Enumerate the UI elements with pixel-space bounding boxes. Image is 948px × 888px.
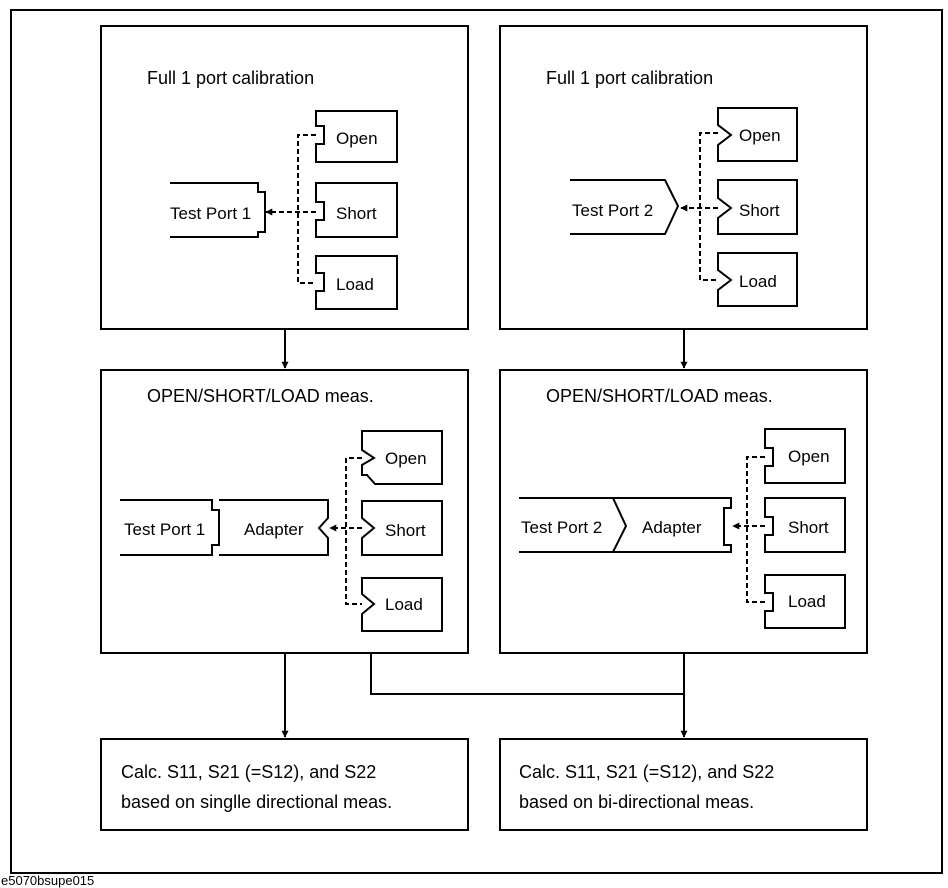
dashed-bus	[699, 132, 718, 281]
result-left-box	[100, 738, 469, 831]
short-label: Short	[336, 204, 377, 223]
open-label: Open	[336, 129, 378, 148]
dashed-bus	[297, 134, 316, 284]
result-right-line2: based on bi-directional meas.	[519, 792, 754, 812]
open-standard	[361, 430, 443, 485]
open-label: Open	[385, 449, 427, 468]
adapter-label: Adapter	[642, 518, 702, 537]
load-label: Load	[788, 592, 826, 611]
result-right-box	[499, 738, 868, 831]
load-standard	[361, 577, 443, 632]
figure-id: e5070bsupe015	[1, 873, 94, 888]
short-standard	[361, 500, 443, 556]
open-label: Open	[788, 447, 830, 466]
test-port-2-label: Test Port 2	[521, 518, 602, 537]
open-label: Open	[739, 126, 781, 145]
short-label: Short	[788, 518, 829, 537]
test-port-2-connector	[570, 179, 680, 235]
test-port-1-connector	[170, 182, 266, 238]
test-port-1-label: Test Port 1	[170, 204, 251, 223]
result-left-line1: Calc. S11, S21 (=S12), and S22	[121, 762, 376, 782]
open-standard	[717, 107, 798, 162]
short-standard	[717, 179, 798, 235]
load-label: Load	[385, 595, 423, 614]
top-left-box	[100, 25, 469, 330]
adapter-label: Adapter	[244, 520, 304, 539]
load-label: Load	[739, 272, 777, 291]
load-label: Load	[336, 275, 374, 294]
short-standard	[764, 497, 846, 553]
result-left-line2: based on singlle directional meas.	[121, 792, 392, 812]
adapter	[613, 497, 732, 553]
dashed-bus	[345, 457, 362, 605]
top-right-title: Full 1 port calibration	[546, 68, 713, 88]
load-standard	[764, 574, 846, 629]
connector-middle-left-to-result-right	[370, 653, 684, 695]
middle-left-title: OPEN/SHORT/LOAD meas.	[147, 386, 374, 406]
short-label: Short	[739, 201, 780, 220]
open-standard	[315, 110, 398, 163]
load-standard	[717, 252, 798, 307]
test-port-1-connector	[120, 499, 220, 556]
top-left-title: Full 1 port calibration	[147, 68, 314, 88]
open-standard	[764, 428, 846, 484]
result-right-line1: Calc. S11, S21 (=S12), and S22	[519, 762, 774, 782]
middle-right-title: OPEN/SHORT/LOAD meas.	[546, 386, 773, 406]
test-port-1-label: Test Port 1	[124, 520, 205, 539]
top-right-box	[499, 25, 868, 330]
load-standard	[315, 255, 398, 310]
short-label: Short	[385, 521, 426, 540]
test-port-2-label: Test Port 2	[572, 201, 653, 220]
adapter	[219, 499, 329, 556]
outer-frame	[10, 9, 943, 874]
dashed-bus	[746, 456, 765, 603]
short-standard	[315, 182, 398, 238]
test-port-2-connector	[519, 497, 628, 553]
